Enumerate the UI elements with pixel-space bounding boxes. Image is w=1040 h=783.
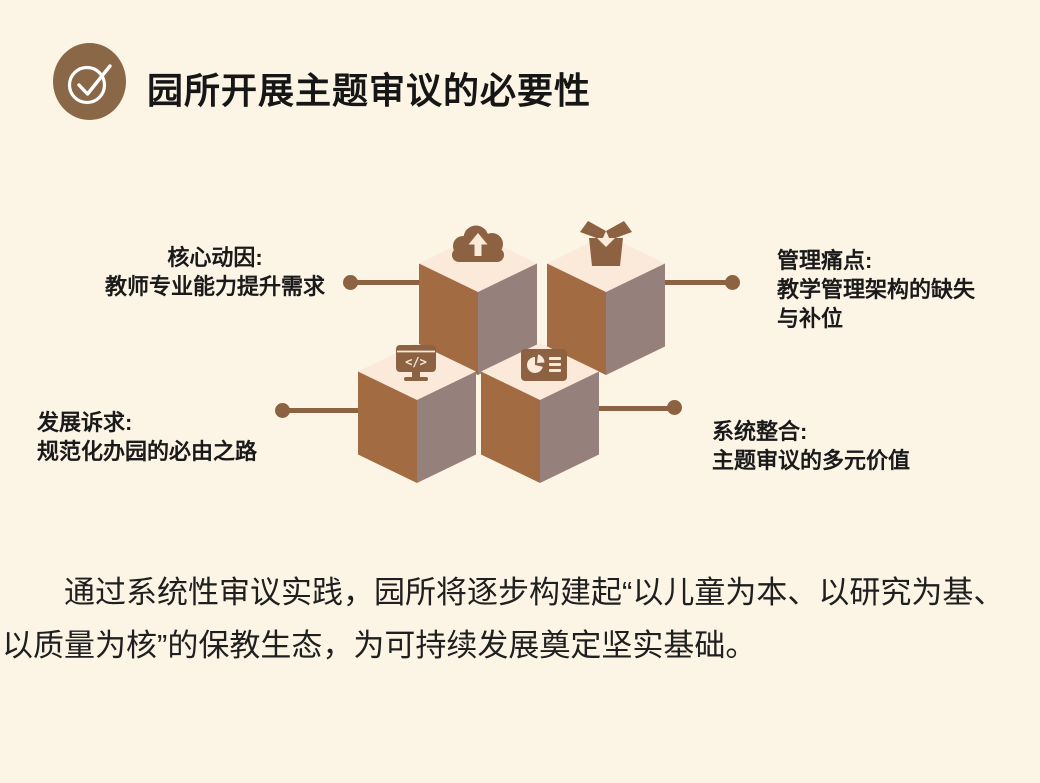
node-core-label: 核心动因: 教师专业能力提升需求 — [75, 243, 355, 301]
connector-line-dev — [282, 408, 366, 413]
node-sys-title: 系统整合: — [712, 419, 808, 444]
node-dev-desc: 规范化办园的必由之路 — [37, 439, 258, 464]
node-core-desc: 教师专业能力提升需求 — [104, 274, 325, 299]
check-circle-badge — [53, 43, 126, 120]
check-circle-icon — [53, 43, 126, 120]
connector-dot-dev — [275, 403, 290, 418]
cloud-upload-icon — [450, 224, 506, 266]
summary-paragraph: 通过系统性审议实践，园所将逐步构建起“以儿童为本、以研究为基、以质量为核”的保教… — [2, 575, 1005, 663]
page-title: 园所开展主题审议的必要性 — [147, 70, 592, 111]
connector-dot-core — [343, 275, 358, 290]
connector-line-core — [350, 280, 428, 285]
node-core-title: 核心动因: — [167, 245, 263, 270]
connector-line-sys — [598, 406, 676, 411]
node-pain-title: 管理痛点: — [777, 248, 873, 273]
connector-dot-pain — [725, 275, 740, 290]
svg-text:</>: </> — [405, 355, 427, 369]
node-pain-label: 管理痛点: 教学管理架构的缺失与补位 — [777, 246, 985, 333]
code-window-icon: </> — [393, 345, 439, 383]
node-sys-desc: 主题审议的多元价值 — [712, 448, 911, 473]
node-sys-label: 系统整合: 主题审议的多元价值 — [712, 417, 1012, 475]
node-pain-desc: 教学管理架构的缺失与补位 — [777, 277, 976, 331]
presentation-chart-icon — [521, 349, 567, 381]
box-open-icon — [578, 219, 634, 267]
node-dev-title: 发展诉求: — [37, 410, 133, 435]
connector-dot-sys — [667, 400, 682, 415]
node-dev-label: 发展诉求: 规范化办园的必由之路 — [37, 408, 337, 466]
connector-line-pain — [660, 280, 734, 285]
